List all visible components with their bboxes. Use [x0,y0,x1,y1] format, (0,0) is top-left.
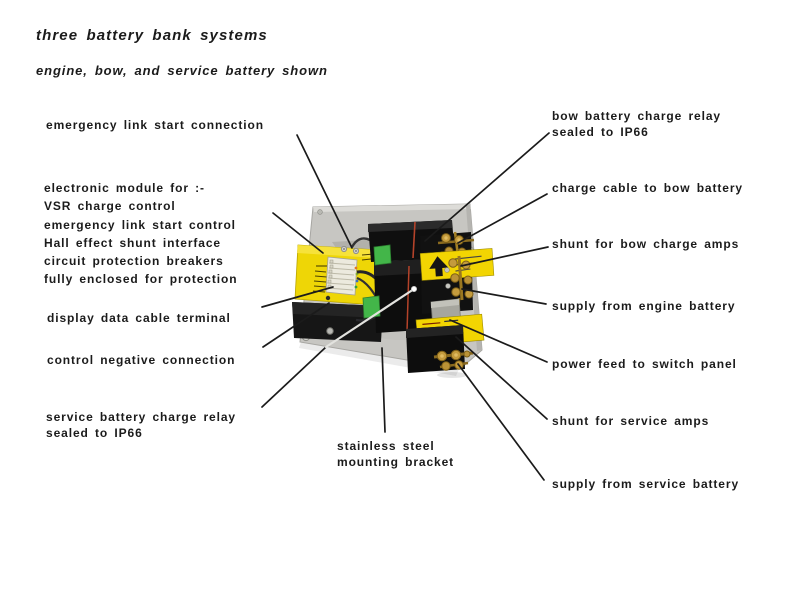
leader-mounting-bracket [381,347,386,433]
service-shunt-assembly [406,325,474,378]
callout-display-data: display data cable terminal [47,311,231,325]
callout-mounting-bracket: stainless steel mounting bracket [337,439,455,469]
leader-electronic-module [272,212,324,254]
leader-service-relay-inner [324,287,416,349]
leader-service-relay-tip [410,285,417,292]
green-connector-1 [373,244,392,266]
leader-supply-engine [461,288,547,305]
assembly-photo [292,203,495,378]
leader-service-relay-outer [261,346,327,408]
plate-screw-tl [317,209,323,215]
plate-top-bevel [313,204,471,212]
page-subtitle: engine, bow, and service battery shown [36,63,328,78]
negative-screw [325,295,331,301]
red-wire-top [412,221,416,259]
callout-supply-service: supply from service battery [552,477,740,491]
callout-charge-cable: charge cable to bow battery [552,181,744,195]
up-arrow-icon [429,256,449,277]
page-title: three battery bank systems [36,27,268,44]
right-bus-assembly [406,231,495,378]
leader-emergency-link [296,134,353,249]
callout-supply-engine: supply from engine battery [552,299,736,313]
callout-bow-relay: bow battery charge relay sealed to IP66 [552,109,721,139]
display-terminal-block [325,256,359,296]
red-wire-mid [406,265,410,333]
callout-electronic-module: electronic module for :- VSR charge cont… [44,181,238,287]
leader-display-data [261,286,334,308]
leader-shunt-service [455,336,548,420]
callout-power-feed: power feed to switch panel [552,357,737,371]
leader-charge-cable [457,193,548,244]
leader-lines [261,132,550,481]
electronic-module-photo [292,244,383,342]
callout-shunt-service: shunt for service amps [552,414,710,428]
leader-power-feed [449,319,548,363]
callout-control-negative: control negative connection [47,353,236,367]
module-base-top [292,302,383,318]
leader-shunt-bow [460,246,549,267]
callout-shunt-bow: shunt for bow charge amps [552,237,740,251]
base-screw [326,327,334,335]
leader-bow-relay [424,132,550,242]
callout-emergency-link: emergency link start connection [46,118,264,132]
green-connector-2 [362,295,381,319]
leader-control-negative [262,302,330,348]
callout-service-relay: service battery charge relay sealed to I… [46,410,236,440]
leader-supply-service [457,363,545,481]
